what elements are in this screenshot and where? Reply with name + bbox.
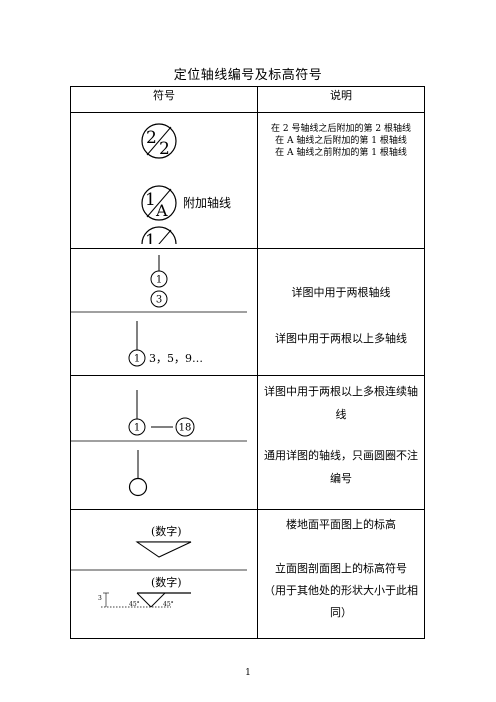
desc-cell-continuous-axes: 详图中用于两根以上多根连续轴 线 通用详图的轴线，只画圆圈不注 编号 (257, 375, 425, 510)
desc-cell-additional-axis: 在 2 号轴线之后附加的第 2 根轴线 在 A 轴线之后附加的第 1 根轴线 在… (257, 112, 425, 249)
axis-3-top: 1 (145, 231, 156, 244)
symbol-cell-elevation: (数字) (数字) 3 45° 45° (70, 509, 258, 639)
generic-axis-circle (128, 477, 148, 497)
detail-multi-text: 3，5，9… (149, 352, 203, 365)
desc-line: 详图中用于两根以上多根连续轴 (264, 385, 418, 398)
desc-cell-elevation: 楼地面平面图上的标高 立面图剖面图上的标高符号 （用于其他处的形状大小于此相 同… (257, 509, 425, 639)
detail-lower-number: 3 (156, 295, 162, 306)
angle-left-label: 45° (129, 601, 140, 608)
desc-line: 详图中用于两根以上多轴线 (275, 332, 407, 345)
axis-1-bottom: 2 (159, 139, 170, 159)
header-description: 说明 (257, 86, 425, 113)
table-header-row: 符号 说明 (70, 86, 425, 113)
axis-circle-1-a: 1 A (141, 185, 177, 221)
desc-line: 线 (335, 408, 347, 421)
continuous-left-number: 1 (134, 423, 140, 434)
additional-axis-label: 附加轴线 (183, 195, 231, 210)
axis-circle-1-0a: 1 0A (141, 226, 177, 262)
additional-axis-symbols: 2 2 1 A 附加轴线 1 0A (141, 123, 231, 262)
elevation-symbols: (数字) (数字) 3 45° 45° (71, 524, 247, 608)
symbol-cell-detail-axes: 1 3 1 3，5，9… (70, 248, 258, 376)
axis-circle-2-2: 2 2 (141, 123, 177, 159)
continuous-right-number: 18 (179, 423, 192, 434)
axis-1-top: 2 (146, 128, 157, 148)
desc-line: 在 A 轴线之后附加的第 1 根轴线 (275, 136, 407, 146)
desc-line: 通用详图的轴线，只画圆圈不注 (264, 449, 418, 462)
table-row-elevation: (数字) (数字) 3 45° 45° 楼地面平面图上的标高 (70, 509, 425, 639)
detail-axes-symbols: 1 3 1 3，5，9… (71, 255, 247, 367)
desc-line: 在 2 号轴线之后附加的第 2 根轴线 (271, 124, 411, 134)
desc-cell-detail-axes: 详图中用于两根轴线 详图中用于两根以上多轴线 (257, 248, 425, 376)
symbol-table: 符号 说明 2 2 1 A 附加轴线 (70, 86, 425, 639)
symbol-cell-continuous-axes: 1 18 (70, 375, 258, 510)
axis-2-top: 1 (145, 190, 156, 210)
table-row-continuous-axes: 1 18 详图中用于两根以上多根连续轴 线 通用详图的轴线，只画圆圈不注 编号 (70, 375, 425, 510)
desc-line: 在 A 轴线之前附加的第 1 根轴线 (275, 148, 407, 158)
table-row-detail-axes: 1 3 1 3，5，9… 详图中用于两根轴线 详图中用于两根以上多轴线 (70, 248, 425, 376)
axis-2-bottom: A (155, 201, 168, 220)
desc-line: 详图中用于两根轴线 (291, 286, 391, 299)
page-number: 1 (245, 668, 251, 678)
detail-multi-number: 1 (134, 354, 140, 365)
detail-upper-number: 1 (156, 275, 162, 286)
symbol-cell-additional-axis: 2 2 1 A 附加轴线 1 0A (70, 112, 258, 262)
desc-line: 楼地面平面图上的标高 (286, 518, 396, 531)
floor-elevation-triangle (135, 541, 192, 558)
page-title: 定位轴线编号及标高符号 (173, 68, 323, 83)
header-symbol: 符号 (70, 86, 258, 113)
desc-line: 编号 (330, 472, 352, 485)
angle-right-label: 45° (163, 601, 174, 608)
section-elevation-label: (数字) (151, 575, 182, 589)
desc-line: 同） (330, 606, 352, 619)
desc-line: 立面图剖面图上的标高符号 (275, 562, 407, 575)
desc-line: （用于其他处的形状大小于此相 (264, 584, 418, 597)
continuous-axes-symbols: 1 18 (71, 390, 247, 497)
height-mark: 3 (98, 595, 102, 602)
table-row-additional-axis: 2 2 1 A 附加轴线 1 0A (70, 112, 425, 262)
floor-elevation-label: (数字) (151, 524, 182, 538)
